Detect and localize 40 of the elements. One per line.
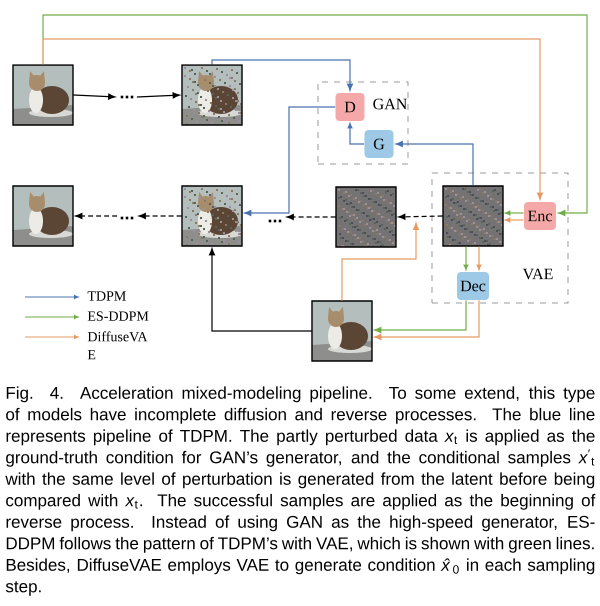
group-label: GAN	[373, 98, 407, 110]
arrow	[286, 214, 336, 220]
legend-label: ES-DDPM	[88, 311, 148, 321]
arrow	[138, 212, 182, 220]
noisy-cat-photo	[181, 185, 243, 247]
legend-label: TDPM	[88, 291, 126, 301]
encoder-box: D	[336, 93, 364, 121]
arrow	[504, 218, 524, 222]
ellipsis: ...	[268, 220, 282, 222]
arrow	[374, 300, 480, 340]
noisy-cat-photo	[181, 64, 243, 126]
cat-photo	[12, 64, 74, 126]
caption: Fig. 4. Acceleration mixed-modeling pipeline. To some extend, this type of models have incomplete diffusion and reverse processes. The blue line represents pipeline of TDPM. The partly perturbed data x$_{t}$ is applied as the ground-truth condition for GAN’s generator, and the conditional samples x$^{′}$t with the same level of perturbation is generated from the latent before being compared with x$_{t}$. The successful samples are applied as the beginning of reverse process. Instead of using GAN as the high-speed generator, ES-DDPM follows the pattern of TDPM’s with VAE, which is shown with green lines. Besides, DiffuseVAE employs VAE to generate condition x̂$_{0}$ in each sampling step.	[5, 386, 596, 596]
generator-box: G	[364, 130, 394, 158]
group-label: VAE	[522, 268, 553, 280]
arrow	[75, 212, 118, 220]
arrow	[464, 246, 468, 270]
noise-image	[442, 185, 504, 247]
arrow	[398, 214, 443, 220]
generator-box: Dec	[457, 272, 489, 300]
cat-photo	[311, 300, 373, 362]
arrow	[244, 106, 336, 216]
encoder-box: Enc	[524, 202, 556, 230]
ellipsis: ...	[120, 96, 134, 98]
legend-label: DiffuseVA E	[88, 331, 148, 360]
arrow	[396, 140, 474, 186]
cat-photo	[12, 185, 74, 247]
arrow	[136, 92, 180, 98]
arrow	[211, 59, 354, 91]
arrow	[374, 300, 467, 334]
noise-image	[335, 186, 397, 248]
arrow	[73, 94, 116, 100]
arrow	[504, 210, 524, 216]
arrow	[208, 248, 312, 332]
ellipsis: ...	[120, 216, 134, 220]
arrow	[348, 123, 364, 145]
arrow	[42, 38, 544, 200]
arrow	[341, 222, 420, 301]
arrow	[42, 14, 588, 216]
arrow	[476, 246, 482, 270]
